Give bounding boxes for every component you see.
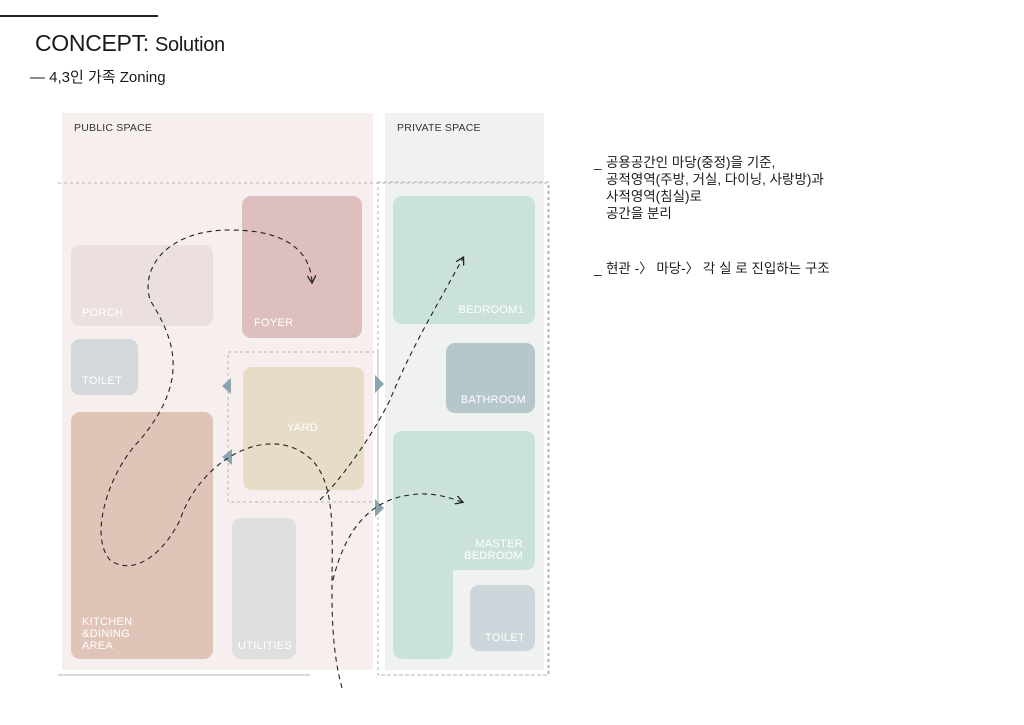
utilities-label: UTILITIES (238, 640, 293, 652)
yard-room: YARD (243, 367, 364, 490)
utilities-room: UTILITIES (232, 518, 296, 659)
path-to-bedroom1 (319, 258, 463, 501)
header-rule (0, 15, 158, 17)
public-zone-outline (58, 182, 549, 676)
private-space-label: PRIVATE SPACE (397, 122, 481, 134)
yard-zone-outline (227, 351, 379, 503)
note-line: 공적영역(주방, 거실, 다이닝, 사랑방)과 (606, 172, 824, 187)
kitchen-dining-room: KITCHEN &DINING AREA (71, 412, 213, 659)
page-title: CONCEPT: Solution (35, 30, 225, 57)
bathroom-label: BATHROOM (460, 394, 526, 406)
yard-east-lower-arrow (375, 499, 384, 517)
note-line: 현관 -〉 마당-〉 각 실 로 진입하는 구조 (594, 260, 830, 277)
kitchen-dining-label: KITCHEN &DINING AREA (82, 616, 133, 652)
porch-label: PORCH (82, 307, 124, 319)
private-zone-outline (377, 181, 550, 676)
bedroom1-room: BEDROOM1 (393, 196, 535, 324)
private-toilet-label: TOILET (484, 632, 525, 644)
public-toilet-room: TOILET (71, 339, 138, 395)
yard-west-lower-arrow (222, 449, 232, 465)
master-bedroom-label: MASTER BEDROOM (464, 538, 523, 562)
yard-label: YARD (287, 422, 318, 434)
path-to-master-bedroom (332, 493, 462, 581)
note-line: 공간을 분리 (606, 206, 672, 221)
foyer-label: FOYER (254, 317, 294, 329)
master-bedroom-extension (393, 555, 453, 659)
porch-room: PORCH (71, 245, 213, 326)
bedroom1-label: BEDROOM1 (458, 304, 524, 316)
path-to-foyer (100, 229, 343, 689)
yard-west-upper-arrow (222, 378, 231, 394)
concept-notes: 공용공간인 마당(중정)을 기준, 공적영역(주방, 거실, 다이닝, 사랑방)… (594, 154, 830, 315)
note-line: 사적영역(침실)로 (606, 189, 702, 204)
note-circulation: 현관 -〉 마당-〉 각 실 로 진입하는 구조 (594, 260, 830, 277)
public-toilet-label: TOILET (82, 375, 123, 387)
bathroom-room: BATHROOM (446, 343, 535, 413)
foyer-room: FOYER (242, 196, 362, 338)
page-subtitle: — 4,3인 가족 Zoning (30, 69, 166, 86)
title-sub: Solution (155, 34, 225, 56)
note-zoning: 공용공간인 마당(중정)을 기준, 공적영역(주방, 거실, 다이닝, 사랑방)… (594, 154, 830, 222)
note-line: 공용공간인 마당(중정)을 기준, (594, 154, 830, 171)
title-main: CONCEPT: (35, 30, 149, 56)
yard-east-upper-arrow (375, 375, 384, 393)
public-space-label: PUBLIC SPACE (74, 122, 153, 134)
private-toilet-room: TOILET (470, 585, 535, 651)
